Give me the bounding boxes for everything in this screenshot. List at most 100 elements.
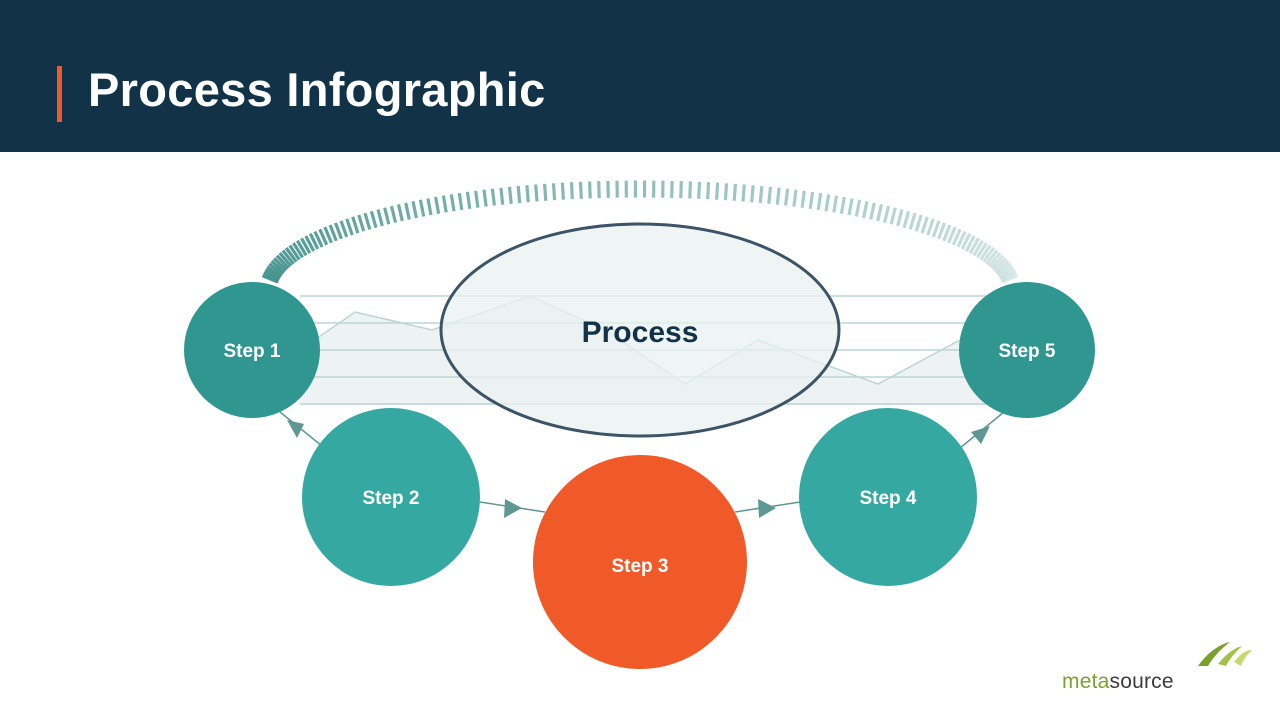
logo-source-text: source <box>1109 670 1174 693</box>
arc-dash <box>839 196 846 214</box>
arc-dash <box>968 237 980 254</box>
arc-dash <box>296 239 308 257</box>
arc-dash <box>784 188 790 206</box>
arc-dash <box>426 198 433 216</box>
step-3-circle <box>533 455 747 669</box>
slide-header: Process Infographic <box>0 0 1280 152</box>
metasource-logo: metasource <box>1058 640 1258 700</box>
arc-dash <box>300 237 312 254</box>
arc-dash <box>800 190 806 208</box>
arc-dash <box>960 232 972 250</box>
arc-dash <box>896 209 904 227</box>
arc-dash <box>908 212 917 230</box>
arc-dash <box>376 209 384 227</box>
arc-dash <box>328 224 338 242</box>
arc-dash <box>942 224 952 242</box>
arc-dash <box>351 216 360 234</box>
arc-dash <box>383 207 391 225</box>
arrow-head <box>287 420 304 438</box>
arc-dash <box>465 191 472 210</box>
arc-dash <box>876 204 884 222</box>
arc-dash <box>272 257 288 272</box>
step-3-label: Step 3 <box>611 556 668 577</box>
arc-dash <box>304 235 316 252</box>
arc-dash <box>266 265 283 278</box>
arrow-head <box>971 426 990 444</box>
arc-dash <box>808 191 815 210</box>
arc-dash <box>869 202 876 220</box>
arc-dash <box>992 257 1008 272</box>
arc-dash <box>516 185 522 204</box>
arc-dash <box>824 194 831 212</box>
arc-dash <box>679 181 683 199</box>
arc-dash <box>750 185 755 203</box>
arc-dash <box>588 181 592 199</box>
arc-dash <box>345 218 354 236</box>
arc-dash <box>333 222 343 240</box>
arc-dash <box>534 184 539 202</box>
arc-dash <box>404 202 411 220</box>
arc-dash <box>982 247 996 263</box>
arc-dash <box>987 252 1002 268</box>
arc-dash <box>956 230 967 248</box>
step-5-label: Step 5 <box>998 341 1055 362</box>
arc-dash <box>457 192 464 211</box>
logo-swoosh-icon <box>1198 642 1252 666</box>
arc-dash <box>723 183 729 201</box>
arc-dash <box>263 271 280 282</box>
arc-dash <box>947 226 957 244</box>
arc-dash <box>976 242 988 259</box>
logo-text: metasource <box>1062 670 1174 694</box>
arc-dash <box>560 182 565 200</box>
arc-dash <box>490 188 496 206</box>
arc-dash <box>261 274 279 284</box>
arc-dash <box>994 259 1010 274</box>
arc-dash <box>389 205 398 223</box>
arc-dash <box>499 187 505 205</box>
arc-dash <box>931 220 941 238</box>
arc-dash <box>862 200 869 219</box>
step-1-circle <box>184 282 320 418</box>
arc-dash <box>767 186 773 204</box>
arc-dash <box>997 265 1014 278</box>
arc-dash <box>270 259 286 274</box>
arrow-head <box>504 499 522 518</box>
arc-dash <box>363 212 372 230</box>
arc-dash <box>551 183 557 201</box>
arc-dash <box>308 232 320 250</box>
logo-meta-text: meta <box>1062 670 1110 693</box>
arc-dash <box>313 230 324 248</box>
step-5-circle <box>959 282 1095 418</box>
arc-dash <box>507 186 513 204</box>
arc-dash <box>569 182 574 200</box>
arc-dash <box>706 182 711 200</box>
arc-dash <box>854 199 862 217</box>
arc-dash <box>268 262 284 276</box>
arc-dash <box>449 194 456 212</box>
top-dashed-arc <box>261 180 1019 284</box>
arc-dash <box>972 239 984 257</box>
process-label: Process <box>582 316 699 349</box>
arc-dash <box>964 235 976 252</box>
arc-dash <box>275 254 290 270</box>
arc-dash <box>715 182 720 200</box>
slide-title: Process Infographic <box>88 63 546 116</box>
arc-dash <box>474 190 480 208</box>
arc-dash <box>832 195 839 213</box>
arc-dash <box>482 189 488 207</box>
accent-bar <box>57 66 62 122</box>
arc-dash <box>882 205 891 223</box>
arc-dash <box>284 247 298 263</box>
step-4-circle <box>799 408 977 586</box>
arc-dash <box>411 200 418 219</box>
arc-dash <box>816 192 823 211</box>
arc-dash <box>741 184 746 202</box>
arc-dash <box>578 181 583 199</box>
arc-dash <box>999 268 1016 280</box>
arc-dash <box>889 207 897 225</box>
arc-dash <box>434 196 441 214</box>
arc-dash <box>990 254 1005 270</box>
arc-dash <box>323 226 333 244</box>
arc-dash <box>937 222 947 240</box>
